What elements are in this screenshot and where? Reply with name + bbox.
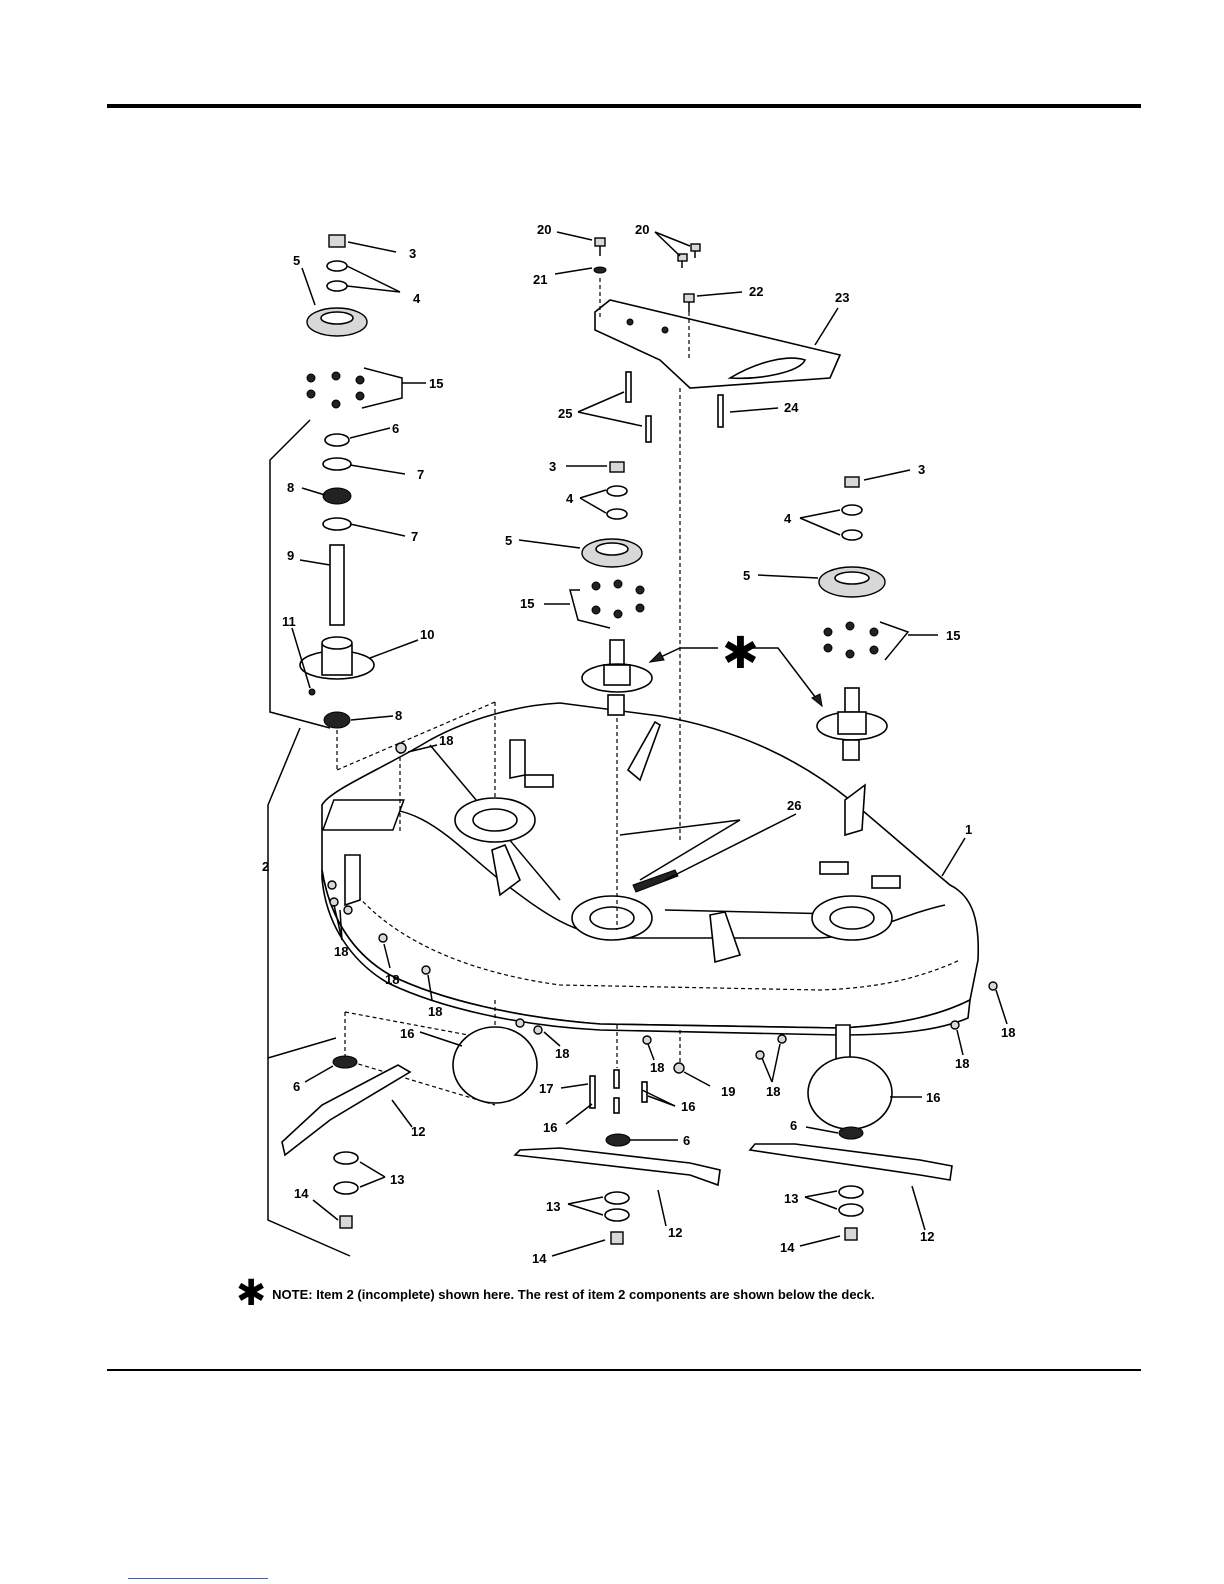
mower-deck-shell — [322, 703, 978, 1065]
callout-18: 18 — [555, 1046, 569, 1061]
callout-13: 13 — [390, 1172, 404, 1187]
callout-8: 8 — [287, 480, 294, 495]
callout-16: 16 — [926, 1090, 940, 1105]
callout-12: 12 — [668, 1225, 682, 1240]
callout-11: 11 — [282, 614, 296, 629]
callout-14: 14 — [532, 1251, 547, 1266]
callout-15: 15 — [520, 596, 534, 611]
callout-18: 18 — [385, 972, 399, 987]
asterisk-marker: ✱ — [722, 628, 759, 679]
callout-6: 6 — [683, 1133, 690, 1148]
callout-13: 13 — [784, 1191, 798, 1206]
center-spindle-stack — [582, 462, 652, 715]
left-spindle-stack — [300, 235, 374, 728]
callout-13: 13 — [546, 1199, 560, 1214]
callout-3: 3 — [409, 246, 416, 261]
callout-19: 19 — [721, 1084, 735, 1099]
callout-16: 16 — [543, 1120, 557, 1135]
callout-4: 4 — [566, 491, 574, 506]
callout-21: 21 — [533, 272, 547, 287]
callout-26: 26 — [787, 798, 801, 813]
callout-12: 12 — [411, 1124, 425, 1139]
callout-18: 18 — [766, 1084, 780, 1099]
callout-16: 16 — [681, 1099, 695, 1114]
callout-5: 5 — [743, 568, 750, 583]
asterisk-icon: ✱ — [236, 1280, 266, 1308]
callout-5: 5 — [505, 533, 512, 548]
callout-16: 16 — [400, 1026, 414, 1041]
callout-6: 6 — [392, 421, 399, 436]
callout-1: 1 — [965, 822, 972, 837]
callout-20: 20 — [537, 222, 551, 237]
right-spindle-stack — [817, 477, 887, 760]
callout-22: 22 — [749, 284, 763, 299]
callout-25: 25 — [558, 406, 572, 421]
callout-6: 6 — [790, 1118, 797, 1133]
callout-17: 17 — [539, 1081, 553, 1096]
callout-15: 15 — [946, 628, 960, 643]
callout-18: 18 — [334, 944, 348, 959]
callout-3: 3 — [549, 459, 556, 474]
callout-6: 6 — [293, 1079, 300, 1094]
callout-15: 15 — [429, 376, 443, 391]
footer-link-underline — [128, 1578, 268, 1579]
footnote-text: NOTE: Item 2 (incomplete) shown here. Th… — [272, 1287, 874, 1302]
callout-18: 18 — [428, 1004, 442, 1019]
callout-4: 4 — [413, 291, 421, 306]
callout-12: 12 — [920, 1229, 934, 1244]
callout-20: 20 — [635, 222, 649, 237]
callout-14: 14 — [294, 1186, 309, 1201]
callout-8: 8 — [395, 708, 402, 723]
callout-2: 2 — [262, 859, 269, 874]
callout-18: 18 — [1001, 1025, 1015, 1040]
callout-14: 14 — [780, 1240, 795, 1255]
footnote: ✱ NOTE: Item 2 (incomplete) shown here. … — [236, 1280, 996, 1308]
callout-24: 24 — [784, 400, 799, 415]
callout-18: 18 — [955, 1056, 969, 1071]
callout-3: 3 — [918, 462, 925, 477]
callout-7: 7 — [411, 529, 418, 544]
callout-18: 18 — [439, 733, 453, 748]
callout-23: 23 — [835, 290, 849, 305]
callout-5: 5 — [293, 253, 300, 268]
callout-9: 9 — [287, 548, 294, 563]
callout-7: 7 — [417, 467, 424, 482]
callout-18: 18 — [650, 1060, 664, 1075]
callout-10: 10 — [420, 627, 434, 642]
footer-rule — [107, 1369, 1141, 1371]
callout-4: 4 — [784, 511, 792, 526]
